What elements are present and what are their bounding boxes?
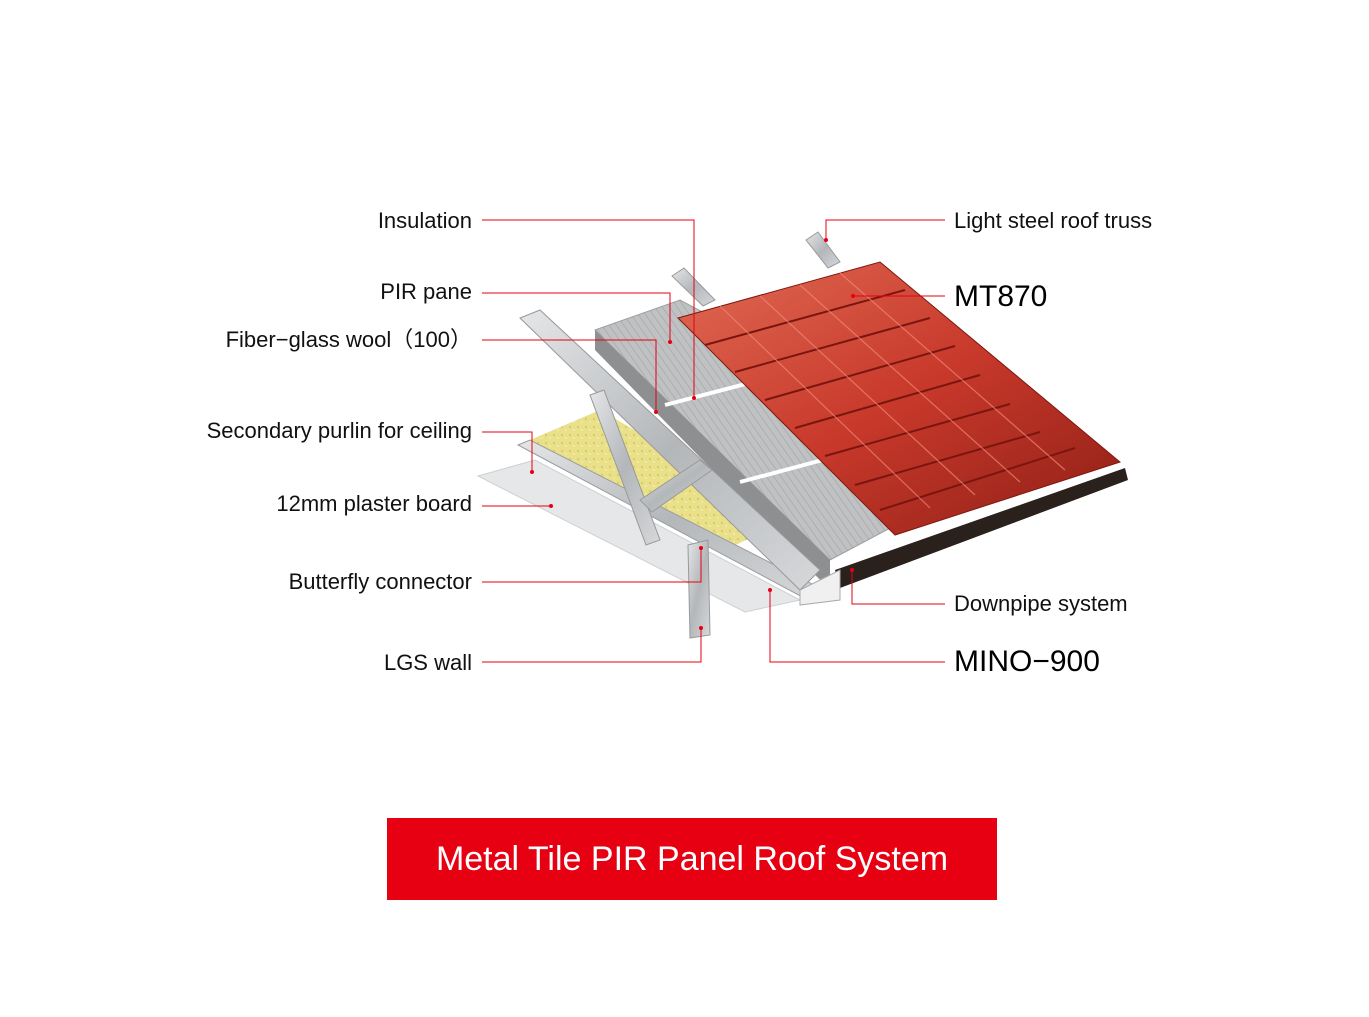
label-pir-pane: PIR pane [380, 279, 472, 304]
label-roof-truss: Light steel roof truss [954, 208, 1153, 233]
truss-top-stub [805, 231, 841, 269]
label-insulation: Insulation [377, 208, 472, 233]
tile-rows [704, 289, 1076, 511]
title-banner: Metal Tile PIR Panel Roof System [387, 818, 997, 900]
page-title: Metal Tile PIR Panel Roof System [435, 839, 949, 878]
leader-dots [530, 238, 855, 630]
label-mino900: MINO−900 [954, 645, 1100, 678]
tile-columns [719, 272, 1066, 509]
lgs-wall-shape [687, 539, 711, 639]
label-butterfly-connector: Butterfly connector [288, 569, 472, 594]
label-secondary-purlin: Secondary purlin for ceiling [206, 418, 472, 443]
panel-joint [739, 456, 831, 484]
truss-rafter-shape [519, 309, 821, 591]
label-fiberglass-wool: Fiber−glass wool（100） [225, 327, 472, 352]
mino-edge-shape [799, 569, 841, 606]
leader-lines [482, 219, 945, 663]
label-mt870: MT870 [954, 280, 1048, 313]
truss-rafter-shape [589, 389, 661, 546]
label-plaster-board: 12mm plaster board [276, 491, 472, 516]
truss-rafter-shape [639, 459, 713, 513]
label-lgs-wall: LGS wall [383, 650, 472, 675]
gutter-shape [835, 468, 1128, 588]
label-downpipe: Downpipe system [954, 591, 1128, 616]
